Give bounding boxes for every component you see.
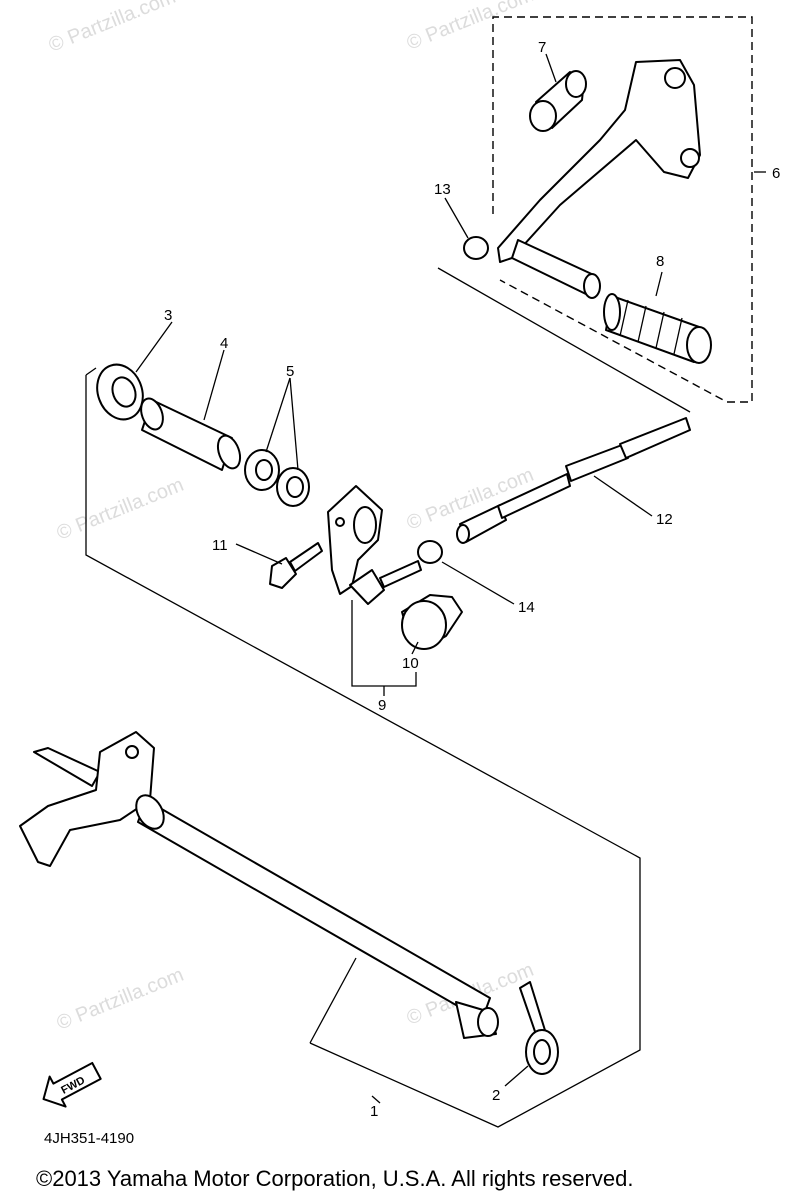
change-pedal-part-6: [497, 59, 701, 299]
shift-rod-part-12: [456, 417, 691, 544]
callout-7: 7: [538, 39, 546, 56]
oil-seal-part-3: [96, 363, 144, 421]
callout-8: 8: [656, 253, 664, 270]
callout-3: 3: [164, 307, 172, 324]
leader-lines: [135, 53, 766, 1104]
bolt-part-11: [269, 542, 323, 589]
callout-12: 12: [656, 511, 673, 528]
joint-part-7: [529, 70, 587, 132]
callout-13: 13: [434, 181, 451, 198]
diagram-code: 4JH351-4190: [44, 1130, 135, 1147]
callout-1: 1: [370, 1103, 378, 1120]
pedal-rubber-part-8: [603, 293, 712, 364]
fwd-arrow-icon: FWD: [42, 1061, 102, 1108]
nut-part-13: [463, 236, 489, 260]
watermark: © Partzilla.com: [404, 0, 537, 55]
callout-4: 4: [220, 335, 228, 352]
callout-6: 6: [772, 165, 780, 182]
callout-11: 11: [212, 537, 228, 554]
torsion-spring-part-2: [519, 981, 559, 1075]
shift-shaft-part-1: [19, 731, 499, 1039]
watermark: © Partzilla.com: [54, 964, 187, 1035]
watermark-layer: © Partzilla.com © Partzilla.com © Partzi…: [46, 0, 537, 1035]
dust-cover-part-10: [401, 594, 463, 650]
callout-9: 9: [378, 697, 386, 714]
callout-5: 5: [286, 363, 294, 380]
collar-part-4: [140, 397, 242, 471]
watermark: © Partzilla.com: [46, 0, 179, 57]
callout-labels: 3 4 5 7 13 6 8 11 12 14 10 9 1 2: [164, 39, 780, 1120]
callout-14: 14: [518, 599, 535, 616]
bearings-part-5: [244, 449, 310, 507]
callout-10: 10: [402, 655, 419, 672]
callout-2: 2: [492, 1087, 500, 1104]
shift-arm-part-9: [327, 485, 422, 605]
copyright-notice: ©2013 Yamaha Motor Corporation, U.S.A. A…: [36, 1166, 634, 1191]
nut-part-14: [417, 540, 443, 564]
watermark: © Partzilla.com: [54, 474, 187, 545]
assembly-outline: [85, 16, 753, 1128]
